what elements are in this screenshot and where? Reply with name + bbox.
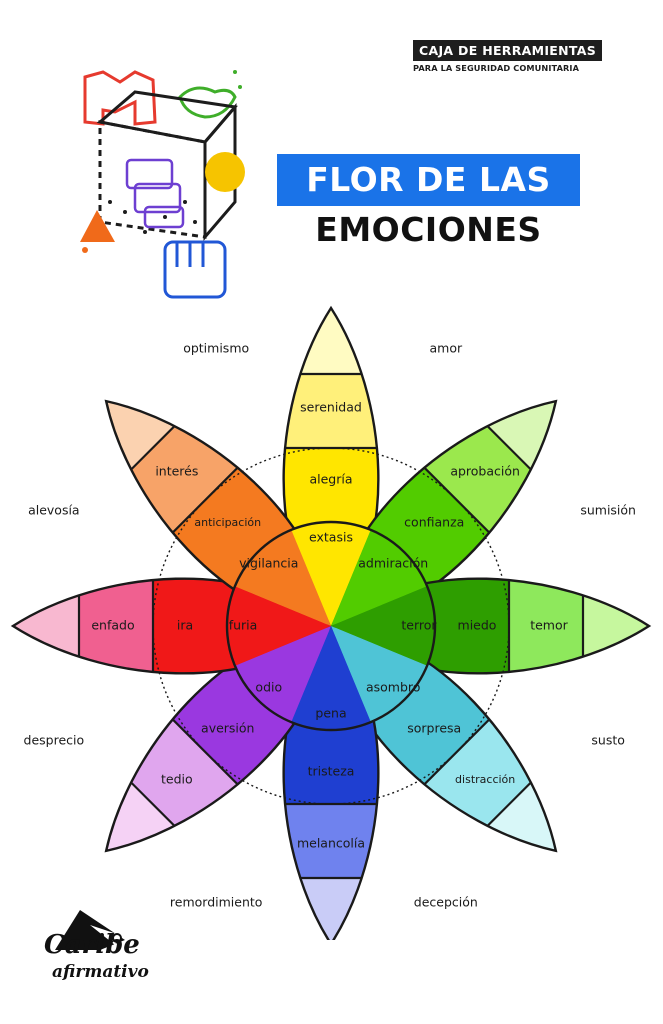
core-wedge-1 <box>331 529 428 626</box>
toolbox-subtitle: PARA LA SEGURIDAD COMUNITARIA <box>413 63 580 73</box>
core-outline <box>225 520 437 732</box>
dots <box>82 70 242 253</box>
dyad-label-3: decepción <box>414 895 478 910</box>
core-wedge-2 <box>331 586 435 666</box>
core-wedge-6 <box>227 586 331 666</box>
emotion-label-4-1: tristeza <box>308 764 355 779</box>
core-wedge-3 <box>331 626 428 723</box>
dotted-ring <box>152 447 510 805</box>
core-wedge-4 <box>291 626 371 730</box>
core-wedge-5 <box>234 626 331 723</box>
emotion-label-2-2: terror <box>401 618 437 633</box>
page-title-line2: EMOCIONES <box>315 210 542 249</box>
emotion-label-1-0: aprobación <box>450 463 520 478</box>
dyad-label-7: optimismo <box>183 340 249 355</box>
illustration <box>80 70 245 299</box>
emotion-label-6-0: enfado <box>91 618 134 633</box>
dyad-label-5: desprecio <box>24 732 85 747</box>
dyad-label-1: sumisión <box>580 503 636 518</box>
emotion-label-0-2: extasis <box>309 530 353 545</box>
dyad-label-4: remordimiento <box>170 895 263 910</box>
core-wedge-0 <box>291 522 371 626</box>
emotion-label-3-1: sorpresa <box>407 721 461 736</box>
notes-icon <box>125 158 185 229</box>
emotion-label-3-2: asombro <box>366 680 420 695</box>
emotion-label-4-0: melancolía <box>297 836 365 851</box>
logo-name: Caribe <box>44 930 140 960</box>
toolbox-badge: CAJA DE HERRAMIENTAS PARA LA SEGURIDAD C… <box>413 40 623 73</box>
fist-icon <box>163 240 227 299</box>
logo-subname: afirmativo <box>52 962 149 982</box>
emotion-label-7-1: anticipación <box>194 516 261 529</box>
warning-icon <box>80 210 115 242</box>
emotion-label-0-0: serenidad <box>300 400 362 415</box>
emotion-label-7-0: interés <box>155 463 198 478</box>
emotion-label-7-2: vigilancia <box>239 555 298 570</box>
page-title-line1: FLOR DE LAS <box>277 154 580 206</box>
cube-icon <box>96 90 238 242</box>
emotion-label-2-1: miedo <box>458 618 497 633</box>
caribe-logo <box>55 910 125 950</box>
emotion-label-1-1: confianza <box>404 514 464 529</box>
brain-icon <box>205 152 245 192</box>
dyad-label-2: susto <box>591 732 625 747</box>
core-wedge-7 <box>234 529 331 626</box>
emotion-wheel: serenidad alegría extasis aprobación confian… <box>10 305 652 940</box>
toolbox-title: CAJA DE HERRAMIENTAS <box>413 40 603 61</box>
emotion-label-4-2: pena <box>315 706 346 721</box>
dyad-label-6: alevosía <box>28 503 80 518</box>
emotion-label-2-0: temor <box>530 618 568 633</box>
emotion-label-5-0: tedio <box>161 772 193 787</box>
emotion-label-5-2: odio <box>255 680 282 695</box>
emotion-label-0-1: alegría <box>309 472 352 487</box>
emotion-label-6-1: ira <box>177 618 193 633</box>
lips-icon <box>178 86 237 119</box>
emotion-label-6-2: furia <box>229 618 258 633</box>
dyad-label-0: amor <box>429 340 462 355</box>
emotion-label-3-0: distracción <box>455 773 515 786</box>
red-doodle <box>83 70 157 126</box>
emotion-label-5-1: aversión <box>201 721 254 736</box>
emotion-label-1-2: admiración <box>358 555 428 570</box>
